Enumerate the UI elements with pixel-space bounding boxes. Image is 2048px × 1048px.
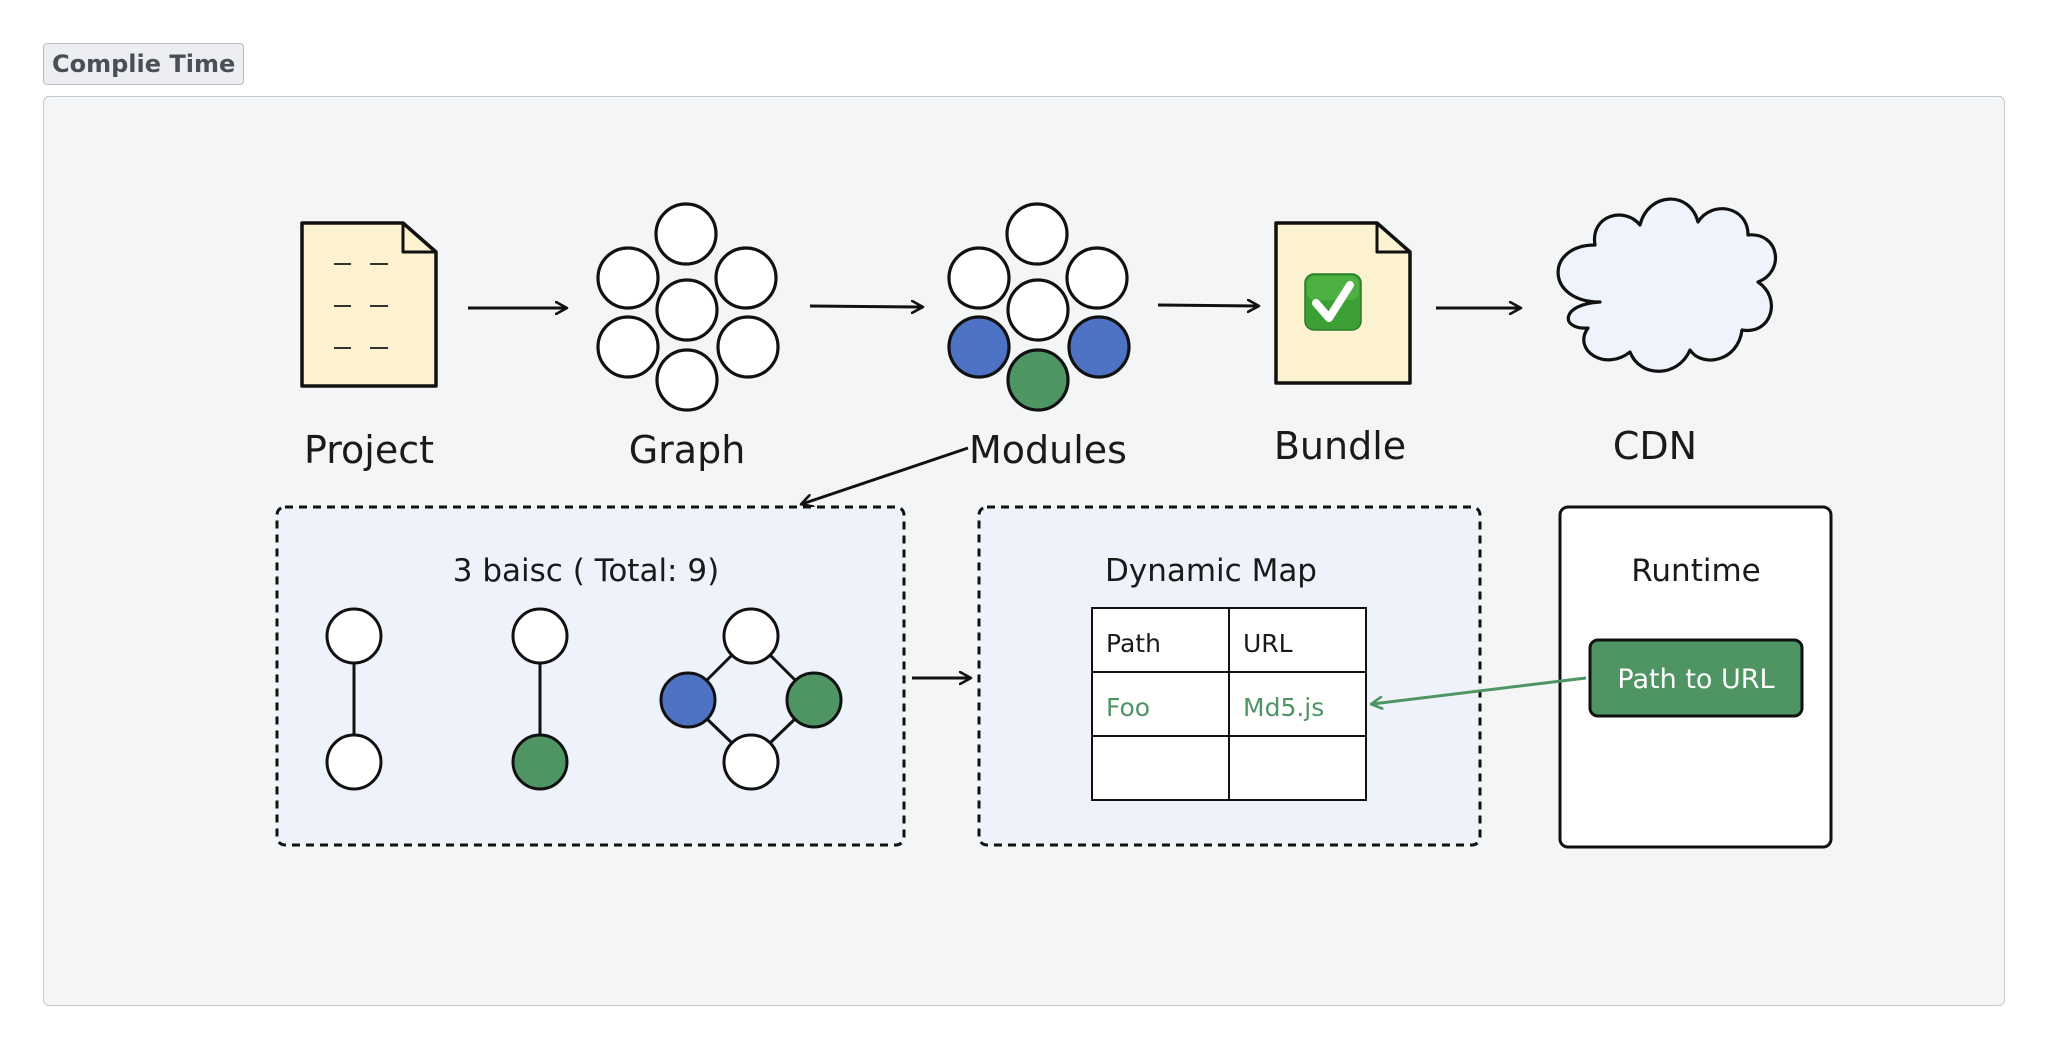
graph-node <box>655 278 719 342</box>
check-mark-button-icon <box>1304 273 1362 331</box>
basic-node <box>325 733 383 791</box>
basic-node <box>722 733 780 791</box>
graph-node <box>654 202 718 266</box>
basic-node <box>325 607 383 665</box>
table-header-url: URL <box>1243 629 1293 658</box>
bundle-label: Bundle <box>1274 424 1406 468</box>
cdn-cloud-icon <box>1556 197 1778 373</box>
basic-graph-2 <box>511 607 569 791</box>
arrow-graph-to-modules <box>809 306 922 307</box>
table-cell-url: Md5.js <box>1243 693 1324 722</box>
graph-node <box>714 246 778 310</box>
basic-node-green <box>511 733 569 791</box>
cdn-label: CDN <box>1613 424 1697 468</box>
graph-cluster-icon <box>596 202 780 412</box>
modules-cluster-icon <box>947 202 1131 412</box>
module-node <box>1065 246 1129 310</box>
basic-node <box>722 607 780 665</box>
graph-node <box>716 315 780 379</box>
module-node <box>1005 202 1069 266</box>
project-document-icon <box>300 221 438 388</box>
path-to-url-button[interactable]: Path to URL <box>1588 638 1804 718</box>
arrow-modules-to-bundle <box>1157 305 1258 306</box>
basic-node-green <box>785 671 843 729</box>
dynamic-map-table <box>1091 607 1367 801</box>
table-header-path: Path <box>1106 629 1161 658</box>
module-node <box>947 246 1011 310</box>
table-cell-path: Foo <box>1106 693 1150 722</box>
arrow-runtime-to-map <box>1372 676 1587 704</box>
module-node-blue <box>1067 315 1131 379</box>
graph-node <box>596 315 660 379</box>
basic-graph-3 <box>659 607 843 791</box>
graph-node <box>655 348 719 412</box>
basic-node <box>511 607 569 665</box>
module-node-green <box>1006 348 1070 412</box>
basic-node-blue <box>659 671 717 729</box>
modules-label: Modules <box>969 428 1127 472</box>
graph-node <box>596 246 660 310</box>
module-node <box>1006 278 1070 342</box>
path-to-url-button-label: Path to URL <box>1617 664 1774 695</box>
arrow-modules-to-basic <box>802 446 969 504</box>
basic-panel-title: 3 baisc ( Total: 9) <box>453 553 719 589</box>
section-label: Complie Time <box>43 43 245 85</box>
basic-graph-1 <box>325 607 383 791</box>
module-node-blue <box>947 315 1011 379</box>
dynamic-map-title: Dynamic Map <box>1105 553 1317 589</box>
runtime-title: Runtime <box>1631 553 1760 589</box>
project-label: Project <box>304 428 434 472</box>
graph-label: Graph <box>629 428 746 472</box>
